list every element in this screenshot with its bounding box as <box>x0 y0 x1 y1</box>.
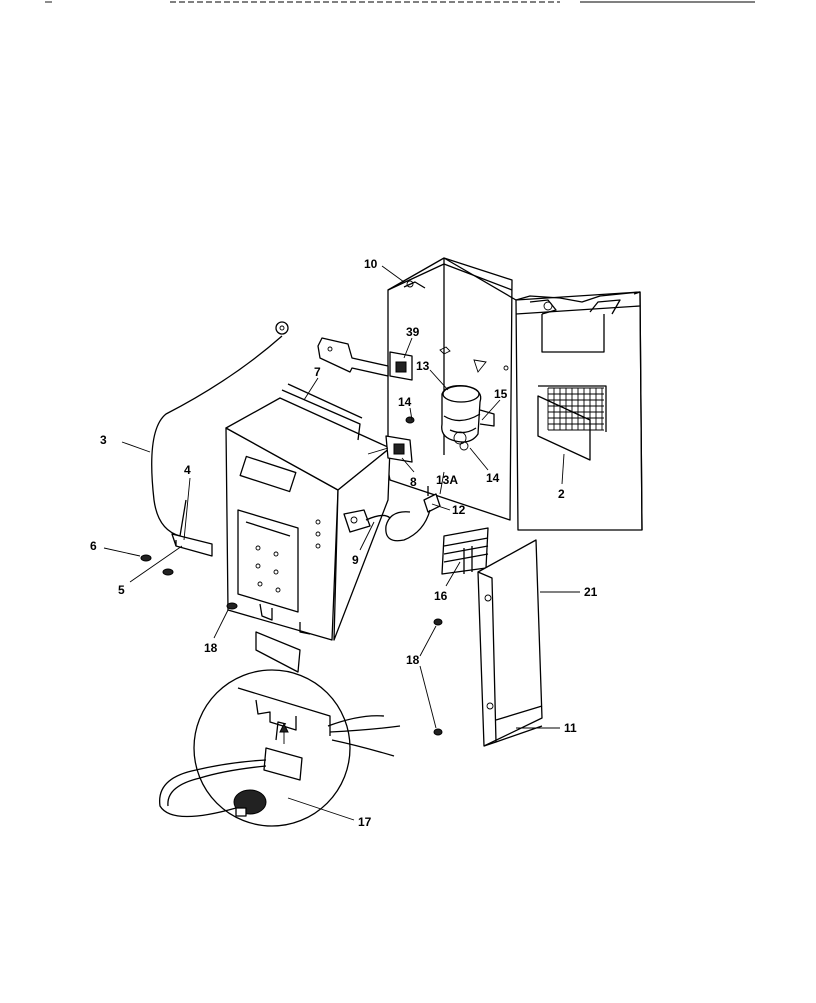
callout-13: 13 <box>416 359 430 373</box>
callouts: 10 39 13 7 15 14 14 3 4 8 13A 2 12 6 9 5… <box>90 257 598 829</box>
screw-14-upper <box>405 416 415 424</box>
callout-13A: 13A <box>436 473 458 487</box>
part-4-bracket <box>171 499 213 557</box>
callout-11: 11 <box>564 721 577 735</box>
callout-18-right: 18 <box>406 653 420 667</box>
part-8-switch <box>367 435 413 463</box>
callout-10: 10 <box>364 257 378 271</box>
callout-4: 4 <box>184 463 191 477</box>
screw-18-lower-right <box>433 728 443 736</box>
right-panel <box>443 257 643 531</box>
part-9-terminal <box>343 509 391 533</box>
callout-14-upper: 14 <box>398 395 412 409</box>
callout-16: 16 <box>434 589 448 603</box>
callout-7: 7 <box>314 365 321 379</box>
callout-2: 2 <box>558 487 565 501</box>
part-21-cover <box>477 539 543 747</box>
screw-5 <box>162 568 174 576</box>
callout-14-lower: 14 <box>486 471 500 485</box>
part-3-ground-wire <box>151 321 289 537</box>
screw-6 <box>140 554 152 562</box>
part-17-detail <box>159 631 401 827</box>
callout-3: 3 <box>100 433 107 447</box>
callout-17: 17 <box>358 815 372 829</box>
callout-5: 5 <box>118 583 125 597</box>
part-16-connector <box>441 527 489 575</box>
part-12-relay <box>385 486 441 542</box>
callout-18-left: 18 <box>204 641 218 655</box>
part-2-filter <box>537 385 607 461</box>
callout-21: 21 <box>584 585 598 599</box>
part-7-control-box <box>225 383 391 641</box>
callout-8: 8 <box>410 475 417 489</box>
part-11-bottom-strip <box>495 705 543 743</box>
screw-18-upper-right <box>433 618 443 626</box>
callout-6: 6 <box>90 539 97 553</box>
callout-39: 39 <box>406 325 420 339</box>
callout-9: 9 <box>352 553 359 567</box>
part-39-bracket <box>317 337 413 381</box>
callout-12: 12 <box>452 503 466 517</box>
leader-lines <box>103 265 580 821</box>
callout-15: 15 <box>494 387 508 401</box>
screw-18-left <box>226 602 238 610</box>
part-13-capacitor <box>441 385 495 451</box>
